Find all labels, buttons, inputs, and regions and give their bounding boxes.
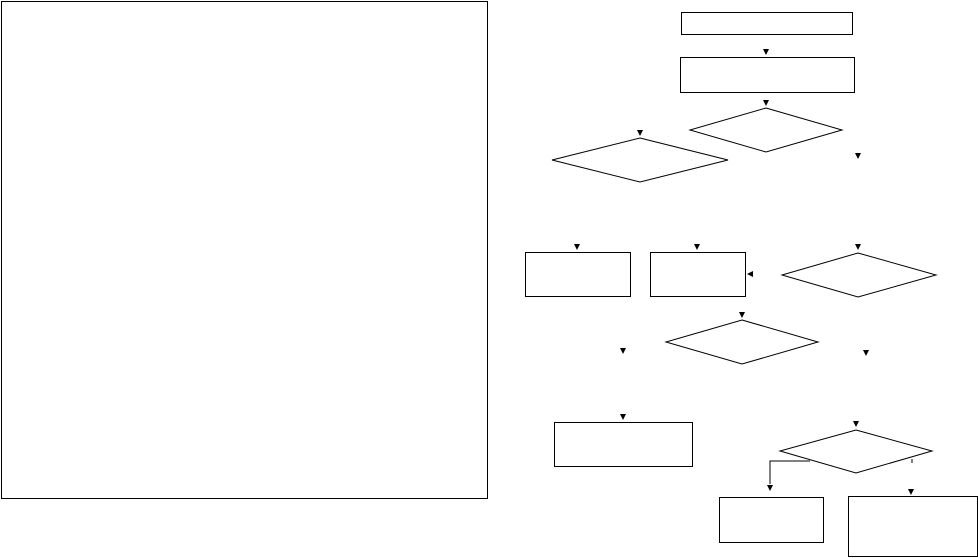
arrowhead [908,489,914,495]
arrowhead [739,312,745,318]
flowchart-decision-left [551,137,729,183]
arrowhead [853,421,859,427]
arrowhead [763,100,769,106]
flowchart-box-left [525,252,631,297]
flowchart-connector-left-branch [769,460,810,484]
arrowhead [747,271,753,277]
arrowhead [620,414,626,420]
flowchart-box-bottom-middle [719,497,824,543]
flowchart-decision-top [688,107,844,153]
arrowhead [855,153,861,159]
flowchart-box-lower-left [554,422,693,467]
arrowhead [863,350,869,356]
arrowhead [620,348,626,354]
flowchart-box-start [681,12,853,35]
arrowhead [694,244,700,250]
flowchart-decision-middle [664,319,820,365]
flowchart-box-bottom-right [848,496,978,557]
flowchart-box-process [680,57,855,93]
arrowhead [767,485,773,491]
arrowhead [855,244,861,250]
blank-panel [1,1,488,499]
arrowhead [763,49,769,55]
flowchart-box-middle [650,252,746,297]
flowchart-decision-right [780,252,938,298]
arrowhead [637,130,643,136]
flowchart-decision-bottom [778,429,934,474]
arrowhead [574,244,580,250]
